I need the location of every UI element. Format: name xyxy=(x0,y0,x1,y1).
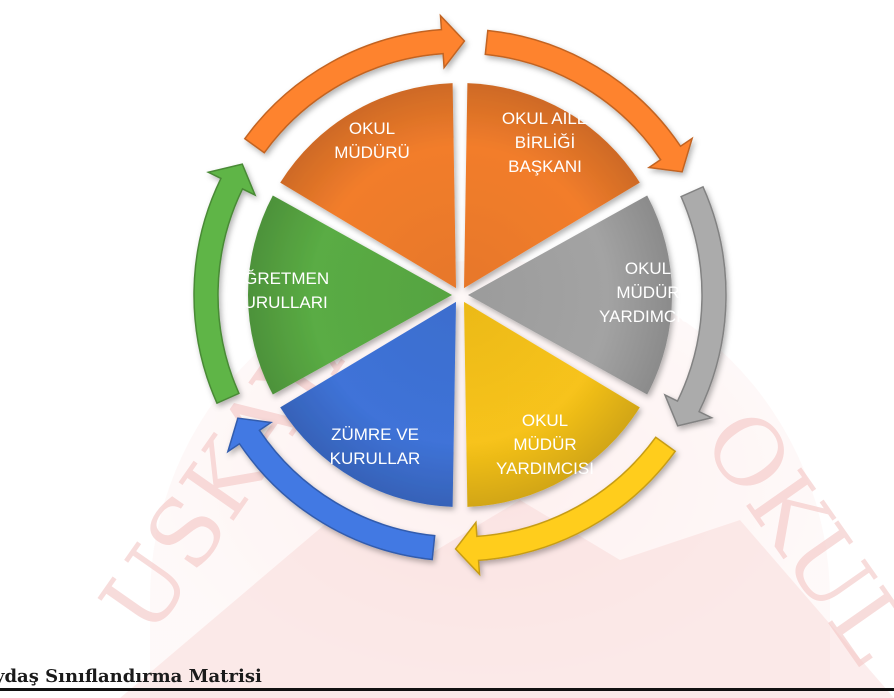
segment-label-right: OKUL MÜDÜR YARDIMCISI xyxy=(599,259,697,326)
segment-label-line: BAŞKANI xyxy=(508,157,582,176)
segment-label-line: ÖĞRETMEN xyxy=(231,269,329,288)
diagram-labels: OKUL MÜDÜRÜ OKUL AİLE BİRLİĞİ BAŞKANI OKUL MÜD… xyxy=(231,109,697,478)
segment-label-line: OKUL xyxy=(349,119,395,138)
arrow-bottom-left xyxy=(226,417,436,561)
segment-label-line: BİRLİĞİ xyxy=(515,133,575,152)
arrow-right xyxy=(663,185,727,427)
segment-label-top-right: OKUL AİLE BİRLİĞİ BAŞKANI xyxy=(502,109,588,176)
segment-bottom-right xyxy=(464,301,640,507)
segment-label-bottom-right: OKUL MÜDÜR YARDIMCISI xyxy=(496,411,594,478)
segment-label-top-left: OKUL MÜDÜRÜ xyxy=(334,119,410,162)
segment-label-line: YARDIMCISI xyxy=(496,459,594,478)
segment-label-line: KURULLARI xyxy=(232,293,327,312)
segment-top-left xyxy=(280,83,456,289)
segment-label-line: MÜDÜR xyxy=(513,435,576,454)
segment-label-line: MÜDÜR xyxy=(616,283,679,302)
heading-rule xyxy=(0,688,894,691)
segment-label-line: KURULLAR xyxy=(330,449,421,468)
segment-label-line: OKUL xyxy=(625,259,671,278)
arrow-top-left xyxy=(243,13,466,154)
segment-label-line: ZÜMRE VE xyxy=(331,425,419,444)
arrow-top-right xyxy=(484,29,694,173)
section-heading: ydaş Sınıflandırma Matrisi xyxy=(0,666,262,687)
diagram-segments xyxy=(247,83,672,507)
segment-bottom-left xyxy=(280,301,456,507)
arrow-bottom-right xyxy=(454,436,677,577)
segment-label-left: ÖĞRETMEN KURULLARI xyxy=(231,269,329,312)
diagram-arrows xyxy=(193,13,727,577)
segment-label-line: YARDIMCISI xyxy=(599,307,697,326)
segment-label-line: MÜDÜRÜ xyxy=(334,143,410,162)
segment-right xyxy=(468,195,672,395)
arrow-left xyxy=(193,163,257,405)
segment-label-line: OKUL xyxy=(522,411,568,430)
segment-label-line: OKUL AİLE xyxy=(502,109,588,128)
segment-top-right xyxy=(464,83,640,289)
segment-left xyxy=(247,195,452,395)
segment-label-bottom-left: ZÜMRE VE KURULLAR xyxy=(330,425,421,468)
